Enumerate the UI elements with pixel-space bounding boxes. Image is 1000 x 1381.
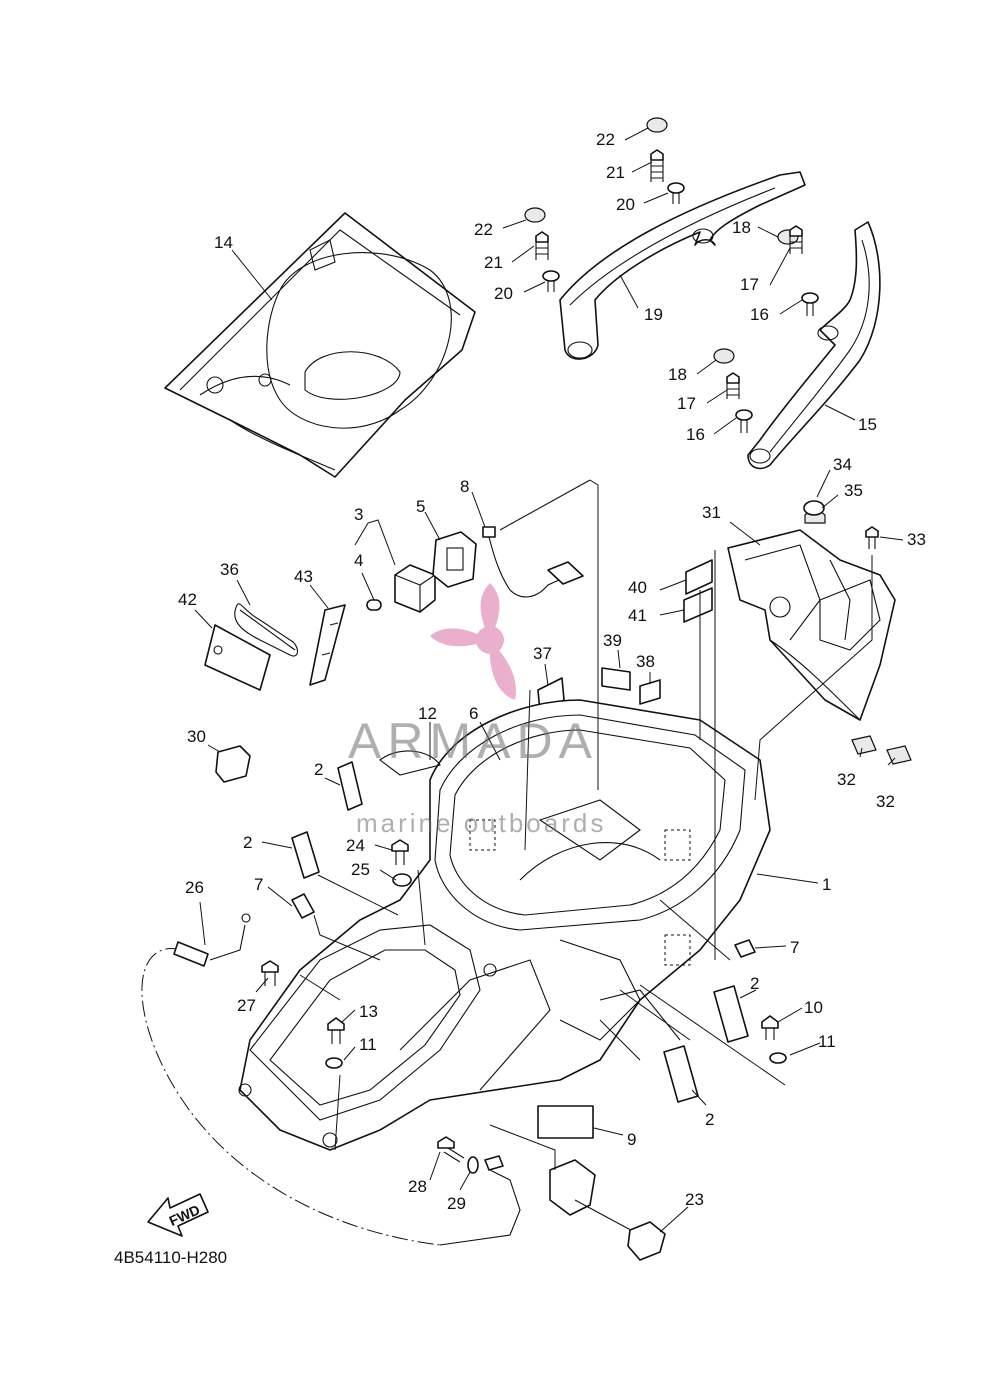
callout-2: 2: [243, 833, 252, 852]
callout-2: 2: [705, 1110, 714, 1129]
drawing-code: 4B54110-H280: [114, 1248, 228, 1267]
callout-33: 33: [907, 530, 926, 549]
callout-43: 43: [294, 567, 313, 586]
part-15-side-handle: [747, 221, 881, 470]
callout-numbers: 22 21 20 22 21 20 19 14 18 17 16 18 17 1…: [178, 130, 926, 1213]
callout-21: 21: [484, 253, 503, 272]
callout-20: 20: [494, 284, 513, 303]
small-parts-left: [204, 603, 346, 783]
callout-16: 16: [686, 425, 705, 444]
callout-28: 28: [408, 1177, 427, 1196]
callout-29: 29: [447, 1194, 466, 1213]
callout-27: 27: [237, 996, 256, 1015]
callout-25: 25: [351, 860, 370, 879]
callout-11: 11: [359, 1035, 377, 1054]
part-26-cable: [141, 913, 441, 1246]
callout-14: 14: [214, 233, 233, 252]
callout-15: 15: [858, 415, 877, 434]
propeller-icon: [430, 583, 516, 700]
callout-32: 32: [837, 770, 856, 789]
callout-8: 8: [460, 477, 469, 496]
part-31-rear-cover: [727, 500, 912, 765]
part-14-front-cover: [164, 212, 476, 478]
part-23-latch-assembly: [437, 1105, 666, 1261]
decal-labels: [537, 559, 713, 713]
callout-12: 12: [418, 704, 437, 723]
watermark-tagline: marine outboards: [356, 808, 607, 838]
callout-32: 32: [876, 792, 895, 811]
watermark-brand-name: ARMADA: [348, 713, 598, 769]
part-19-grab-handle: [559, 171, 806, 360]
assembly-lines: [299, 479, 873, 1170]
callout-42: 42: [178, 590, 197, 609]
callout-11: 11: [818, 1032, 836, 1051]
fwd-arrow-icon: FWD: [147, 1193, 209, 1237]
callout-20: 20: [616, 195, 635, 214]
callout-5: 5: [416, 497, 425, 516]
callout-41: 41: [628, 606, 647, 625]
callout-3: 3: [354, 505, 363, 524]
clips-and-nuts: [291, 761, 787, 1103]
fwd-label: FWD: [167, 1201, 203, 1229]
callout-2: 2: [314, 760, 323, 779]
callout-34: 34: [833, 455, 852, 474]
fastener-stack-top: [524, 117, 819, 433]
callout-35: 35: [844, 481, 863, 500]
leader-lines: [194, 127, 904, 1233]
callout-4: 4: [354, 551, 363, 570]
callout-13: 13: [359, 1002, 378, 1021]
callout-6: 6: [469, 704, 478, 723]
callout-22: 22: [474, 220, 493, 239]
callout-39: 39: [603, 631, 622, 650]
callout-18: 18: [732, 218, 751, 237]
callout-17: 17: [740, 275, 759, 294]
callout-30: 30: [187, 727, 206, 746]
callout-31: 31: [702, 503, 721, 522]
callout-7: 7: [790, 938, 799, 957]
callout-23: 23: [685, 1190, 704, 1209]
callout-2: 2: [750, 974, 759, 993]
callout-40: 40: [628, 578, 647, 597]
callout-10: 10: [804, 998, 823, 1017]
callout-19: 19: [644, 305, 663, 324]
callout-9: 9: [627, 1130, 636, 1149]
callout-36: 36: [220, 560, 239, 579]
small-parts-switch-harness: [366, 479, 591, 613]
callout-37: 37: [533, 644, 552, 663]
callout-38: 38: [636, 652, 655, 671]
callout-21: 21: [606, 163, 625, 182]
part-1-storage-box: [238, 699, 771, 1151]
callout-7: 7: [254, 875, 263, 894]
callout-22: 22: [596, 130, 615, 149]
callout-18: 18: [668, 365, 687, 384]
callout-1: 1: [822, 875, 831, 894]
callout-17: 17: [677, 394, 696, 413]
callout-16: 16: [750, 305, 769, 324]
callout-26: 26: [185, 878, 204, 897]
callout-24: 24: [346, 836, 365, 855]
